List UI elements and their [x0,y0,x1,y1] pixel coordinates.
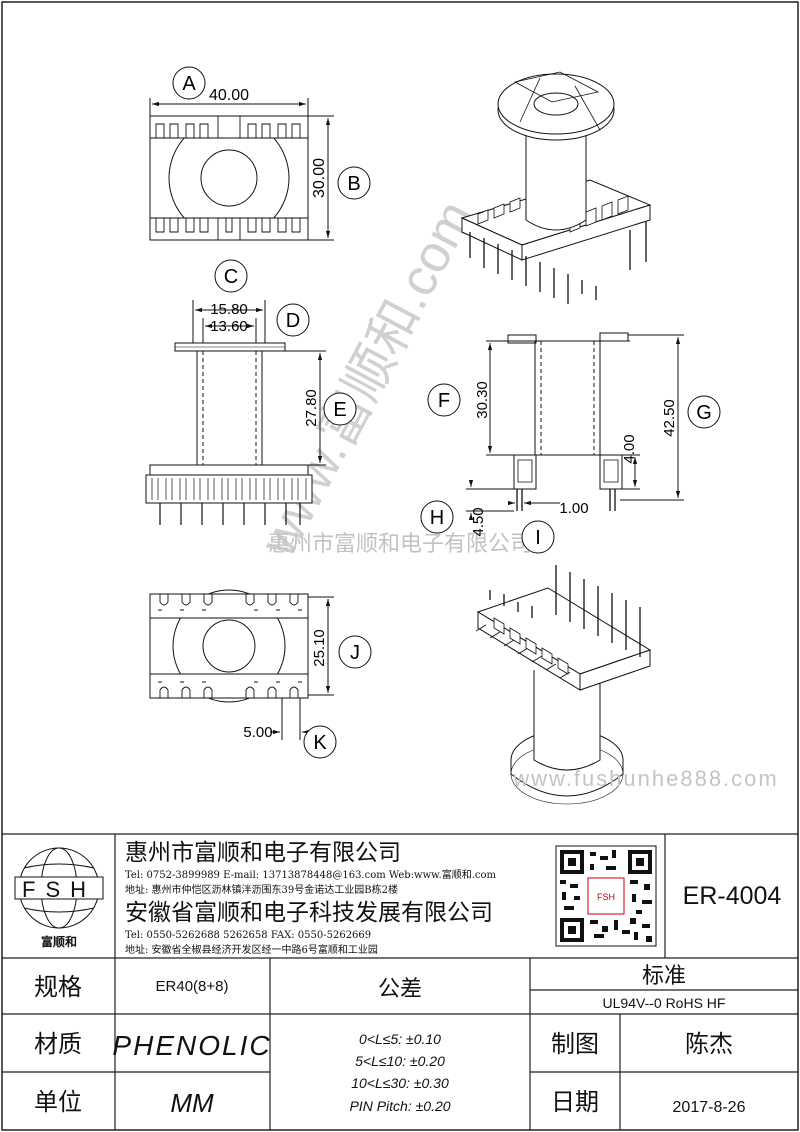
dim-pin-offset-value: 4.00 [621,434,638,463]
side-view [466,332,684,520]
balloon-g: G [687,395,721,429]
drawn-label: 制图 [551,1031,599,1058]
bottom-view [149,589,334,740]
balloon-a: A [172,66,206,100]
tolerance-line-2: 5<L≤10: ±0.20 [355,1053,445,1069]
watermark-url-bottom: www.fushunhe888.com [512,766,778,791]
dim-a-value: 40.00 [209,87,249,104]
company1-name: 惠州市富顺和电子有限公司 [125,839,401,865]
title-block-grid [2,833,798,1130]
tolerance-line-4: PIN Pitch: ±0.20 [349,1098,450,1114]
dim-d-value: 13.60 [210,318,248,335]
balloon-letter: A [182,73,196,95]
company1-address: 地址: 惠州市仲恺区沥林镇泮沥围东39号金诺达工业园B栋2楼 [125,883,398,896]
material-value: PHENOLIC [112,1030,271,1061]
tolerance-label: 公差 [378,976,422,1001]
dim-c-value: 15.80 [210,301,248,318]
balloon-letter: E [333,399,346,421]
logo-text: FSH [22,877,96,902]
bottom-view-bore-circle [202,619,256,673]
qr-caption: FSH [597,892,615,902]
top-view-bore-circle [200,149,258,207]
date-value: 2017-8-26 [673,1099,746,1116]
dim-b-value: 30.00 [311,158,328,198]
front-view [145,300,326,525]
balloon-letter: F [438,390,450,412]
isometric-view-top [460,71,652,304]
standard-value: UL94V--0 RoHS HF [603,995,726,1011]
balloon-letter: G [696,402,712,424]
balloon-letter: C [224,266,238,288]
dim-g-value: 42.50 [661,399,678,437]
balloon-i: I [521,520,555,554]
tolerance-line-3: 10<L≤30: ±0.30 [351,1075,449,1091]
tolerance-line-1: 0<L≤5: ±0.10 [359,1031,441,1047]
drawn-value: 陈杰 [685,1031,733,1058]
company2-name: 安徽省富顺和电子科技发展有限公司 [125,899,493,925]
balloon-letter: B [347,173,360,195]
balloon-d: D [276,303,310,337]
balloon-letter: K [313,732,327,754]
balloon-letter: J [350,642,360,664]
balloon-f: F [427,383,461,417]
material-label: 材质 [34,1031,82,1058]
balloon-j: J [338,635,372,669]
dim-i-value: 1.00 [559,500,588,517]
company1-contact: Tel: 0752-3899989 E-mail: 13713878448@16… [125,868,497,881]
balloon-h: H [420,500,454,534]
balloon-k: K [303,725,337,759]
balloon-letter: D [286,310,300,332]
company2-contact: Tel: 0550-5262688 5262658 FAX: 0550-5262… [125,930,371,941]
qr-code [555,845,657,947]
standard-label: 标准 [642,963,686,988]
dim-e-value: 27.80 [303,389,320,427]
balloon-letter: H [430,507,444,529]
company-logo [14,847,104,929]
dim-j-value: 25.10 [311,629,328,667]
watermark-company: 惠州市富顺和电子有限公司 [268,531,532,556]
isometric-view-bottom [475,565,652,805]
spec-value: ER40(8+8) [156,978,229,995]
unit-label: 单位 [34,1089,82,1116]
dim-k-value: 5.00 [243,724,272,741]
dim-h-value: 4.50 [470,507,487,536]
bottom-view-flange-circle [172,589,286,703]
dim-f-value: 30.30 [474,381,491,419]
balloon-letter: I [535,527,541,549]
balloon-e: E [323,392,357,426]
balloon-c: C [214,259,248,293]
balloon-b: B [337,166,371,200]
logo-caption: 富顺和 [41,934,77,949]
date-label: 日期 [551,1089,599,1116]
company2-address: 地址: 安徽省全椒县经济开发区经一中路6号富顺和工业园 [125,943,378,956]
spec-label: 规格 [34,974,82,1001]
unit-value: MM [170,1088,214,1118]
part-number: ER-4004 [683,882,782,910]
top-view [149,98,334,241]
